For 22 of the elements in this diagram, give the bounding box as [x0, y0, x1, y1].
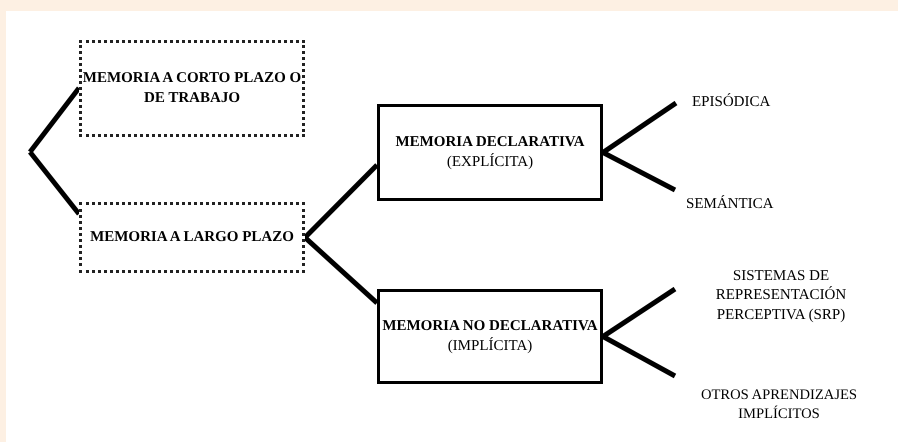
process-box	[377, 104, 603, 201]
connector-line	[602, 100, 678, 155]
category-label: SEMÁNTICA	[686, 195, 774, 214]
category-label: OTROS APRENDIZAJES IMPLÍCITOS	[700, 386, 858, 424]
box-title: MEMORIA A LARGO PLAZO	[90, 228, 294, 247]
box-subtitle: (IMPLÍCITA)	[448, 336, 532, 356]
process-box	[377, 289, 603, 384]
category-label: SISTEMAS DE REPRESENTACIÓN PERCEPTIVA (SRP)	[714, 266, 848, 325]
box-title: MEMORIA NO DECLARATIVA	[382, 317, 598, 336]
box-title: MEMORIA DECLARATIVA	[395, 133, 585, 152]
connector-line	[303, 236, 379, 305]
connector-line	[28, 150, 81, 216]
connector-line	[602, 150, 676, 192]
dotted-box	[79, 202, 305, 273]
box-title: MEMORIA A CORTO PLAZO O DE TRABAJO	[82, 69, 302, 108]
connector-line	[28, 86, 81, 154]
box-subtitle: (EXPLÍCITA)	[446, 152, 534, 172]
dotted-box	[79, 40, 305, 137]
connector-line	[602, 334, 676, 378]
connector-line	[303, 163, 379, 240]
connector-line	[602, 286, 676, 339]
category-label: EPISÓDICA	[692, 93, 770, 112]
